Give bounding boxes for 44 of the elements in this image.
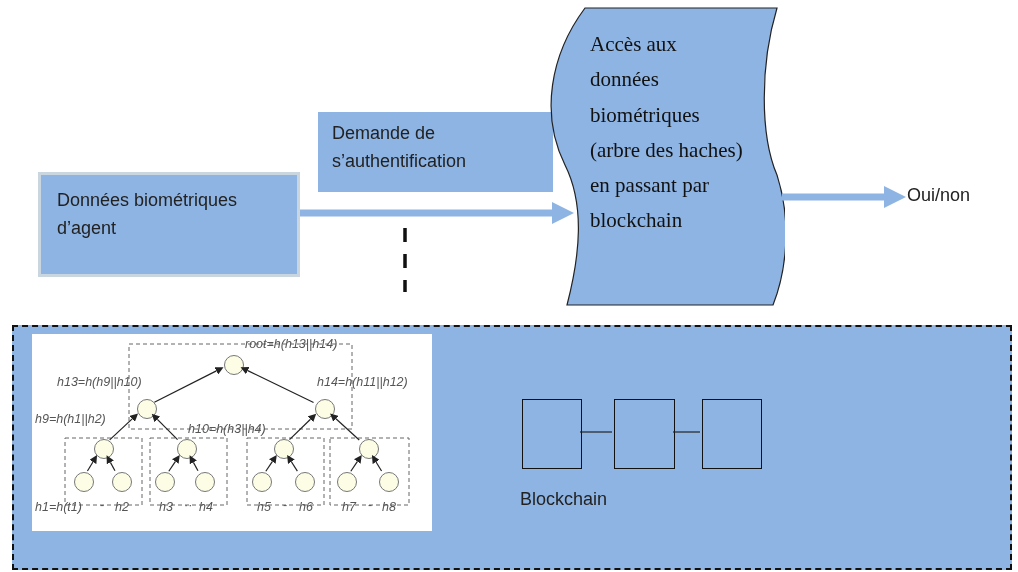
- arrow: [86, 455, 98, 472]
- arrow: [265, 454, 277, 472]
- hash-label: h4: [199, 501, 213, 514]
- answer-text: Oui/non: [905, 180, 1015, 210]
- node-text: Accès aux données biométriques (arbre des haches) en passant par blockchain: [590, 31, 744, 235]
- arrow: [168, 454, 180, 472]
- arrow: [106, 455, 116, 472]
- hash-label: h7: [342, 501, 356, 514]
- arrow: [300, 202, 574, 224]
- arrow: [350, 454, 362, 472]
- arrow: [109, 413, 139, 441]
- caption-text: Blockchain: [520, 490, 608, 508]
- arrow: [153, 367, 224, 403]
- hash-label: h6: [299, 501, 313, 514]
- dash-mark: ··: [184, 499, 193, 512]
- data-box: Données biométriques d’agent: [38, 172, 300, 277]
- dashed-panel: [12, 325, 1012, 570]
- arrow: [189, 455, 199, 472]
- block-square: [702, 399, 762, 469]
- dash-mark: -: [368, 499, 373, 512]
- block-square: [522, 399, 582, 469]
- dash-mark: -: [100, 499, 105, 512]
- hash-label: h9=h(h1||h2): [35, 413, 106, 426]
- hash-label: h10=h(h3||h4): [188, 423, 266, 436]
- block-square: [614, 399, 675, 469]
- arrow: [287, 455, 298, 472]
- link-line: [672, 431, 701, 433]
- arrow: [782, 186, 906, 208]
- hash-label: h2: [115, 501, 129, 514]
- hash-label: root=h(h13||h14): [245, 338, 338, 351]
- arrow: [151, 413, 179, 441]
- hash-label: h5: [257, 501, 271, 514]
- arrow: [240, 367, 315, 404]
- arrow: [288, 413, 317, 441]
- link-line: [579, 431, 613, 433]
- hash-label: h3: [159, 501, 173, 514]
- arrow: [330, 413, 360, 441]
- hash-label: h13=h(h9||h10): [57, 376, 142, 389]
- dash-mark: -: [283, 499, 288, 512]
- hash-label: h8: [382, 501, 396, 514]
- hash-label: h1=h(t1): [35, 501, 82, 514]
- arrow: [371, 455, 383, 472]
- request-box: Demande de s’authentification: [318, 112, 553, 192]
- hash-label: h14=h(h11||h12): [317, 376, 408, 389]
